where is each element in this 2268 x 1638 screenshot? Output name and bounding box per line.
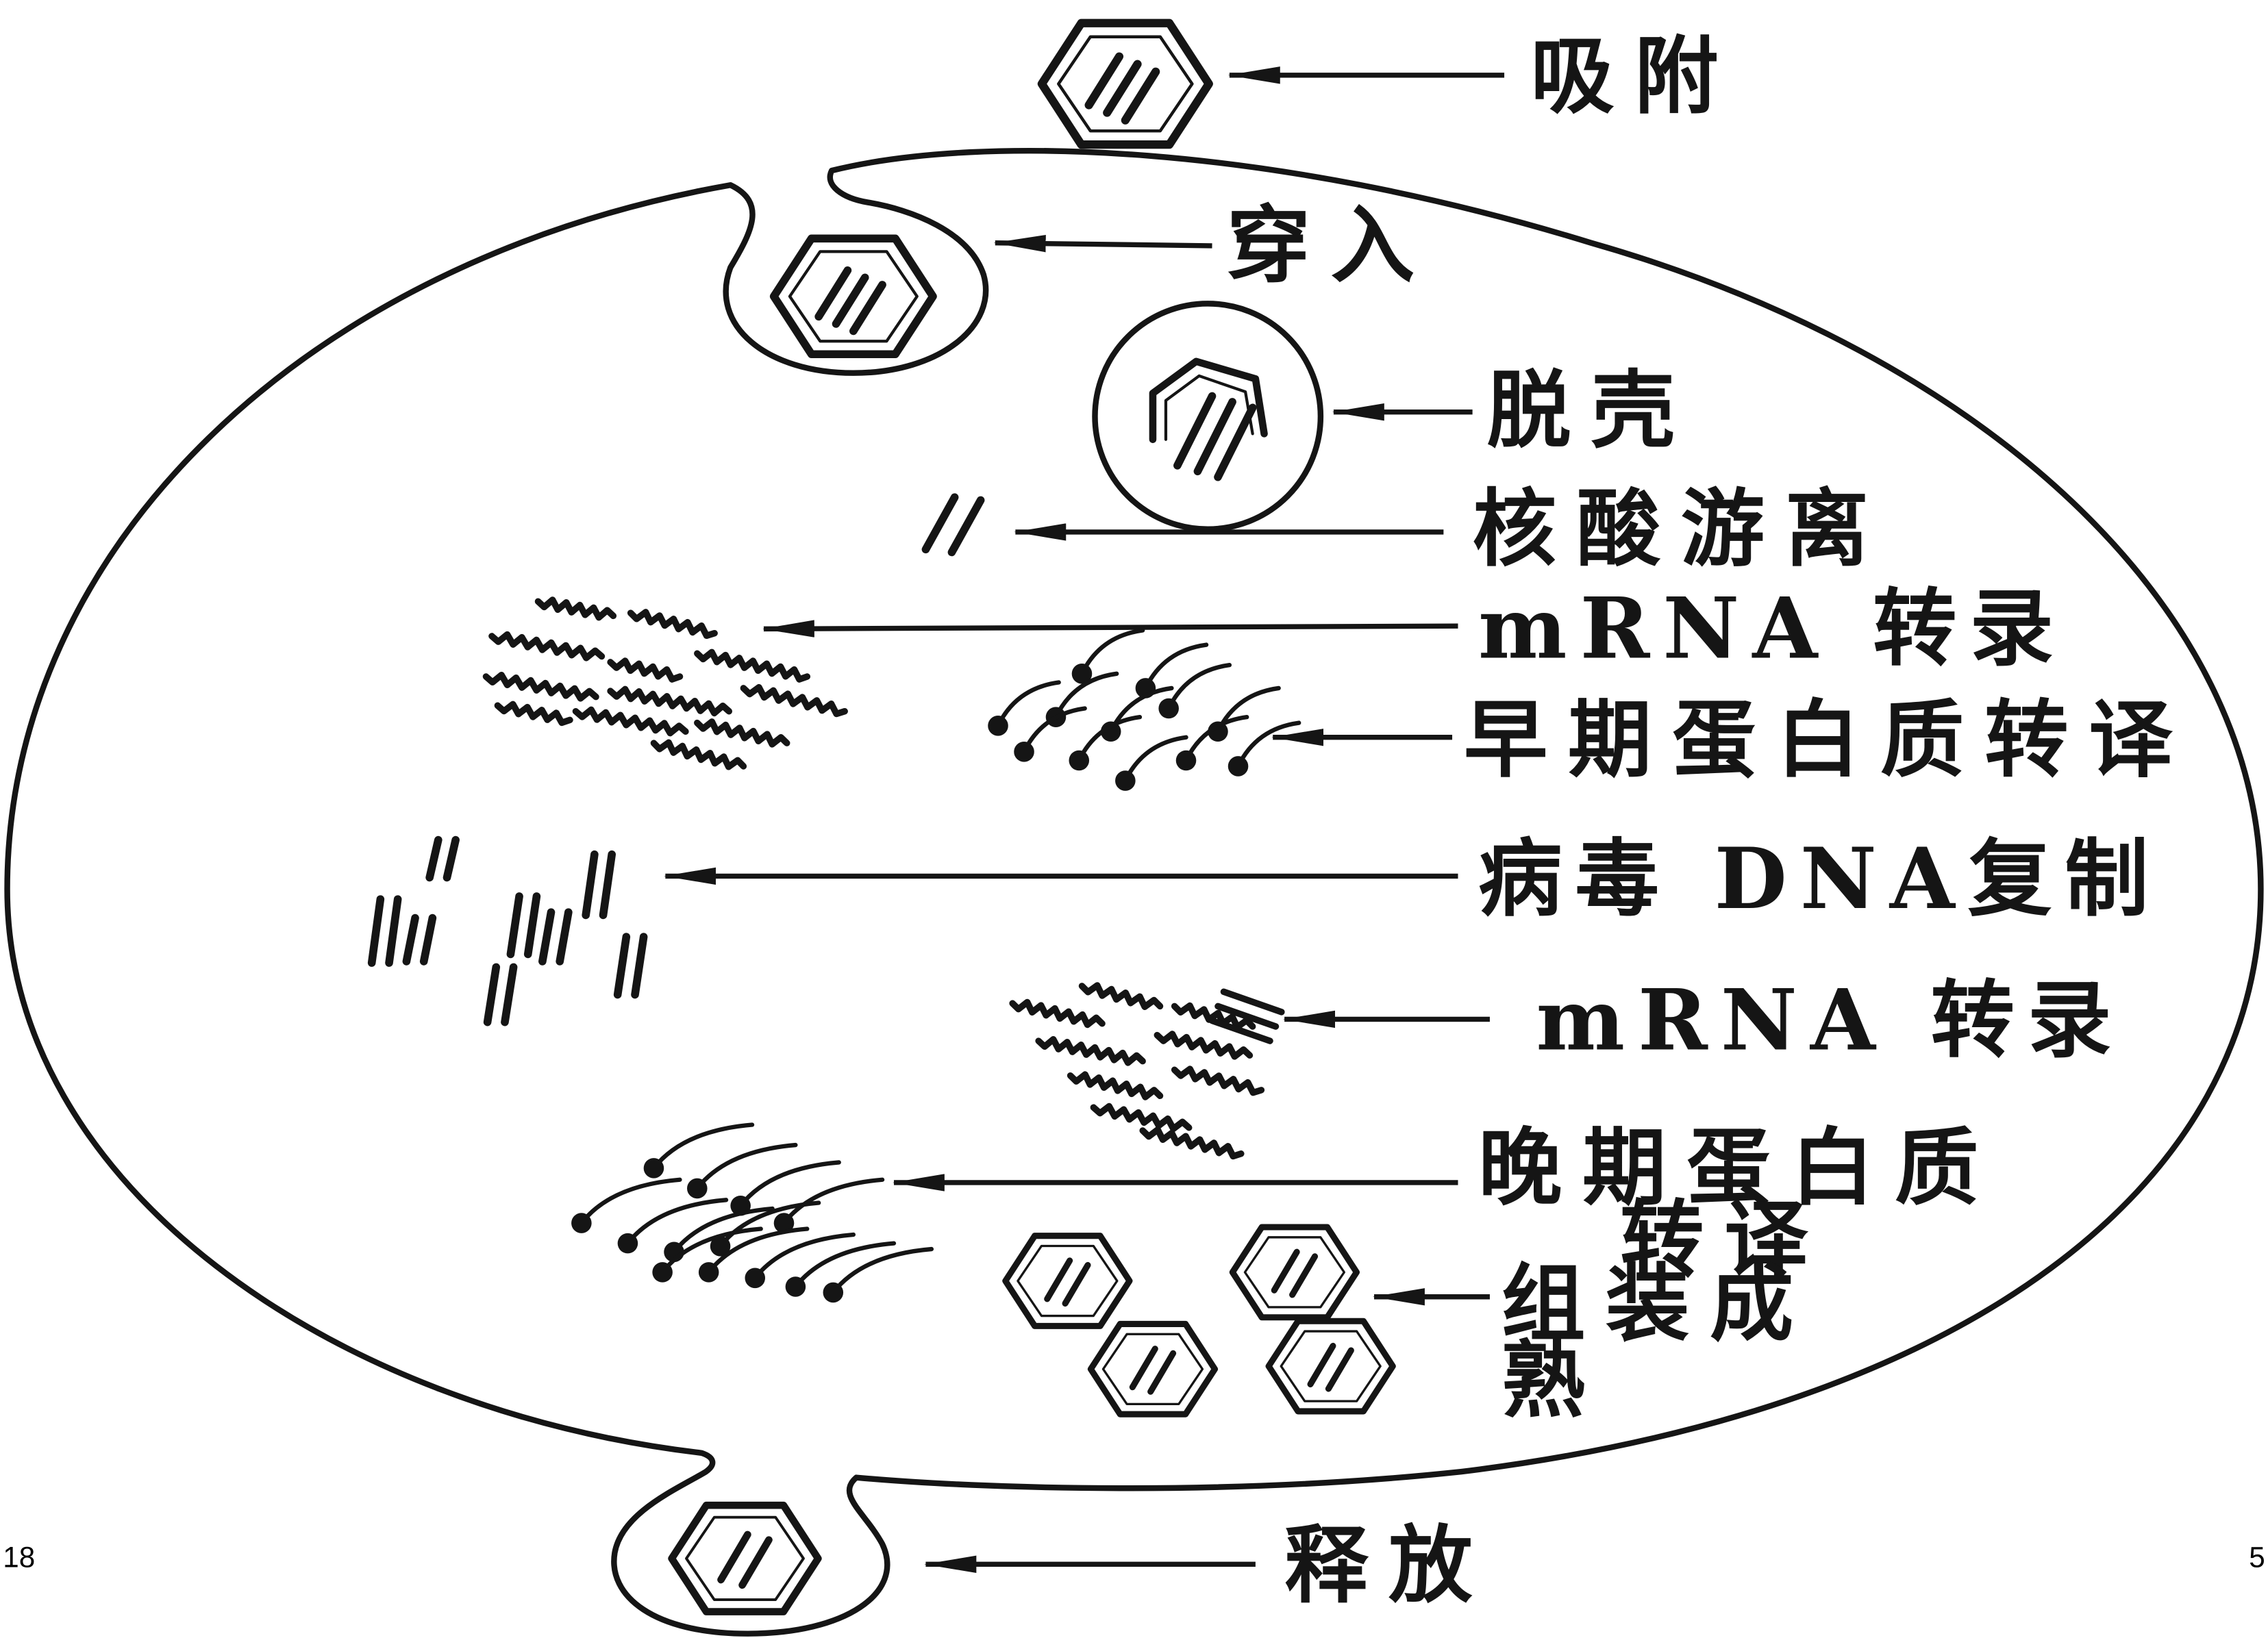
- protein-head: [1069, 751, 1089, 771]
- protein-head: [1158, 698, 1179, 719]
- label-nucleic-acid-release: 核酸游离: [1473, 479, 1889, 578]
- capsid-shell: [1269, 1321, 1393, 1411]
- label-late-mrna-transcription: mRNA 转录: [1536, 971, 2125, 1070]
- label-early-protein-translation: 早期蛋白质转译: [1464, 690, 2193, 789]
- virion-released: [672, 1505, 819, 1611]
- capsid-shell: [1006, 1236, 1130, 1326]
- protein-head: [571, 1213, 592, 1233]
- label-assembly-maturation-line2: 熟: [1501, 1331, 1606, 1429]
- vesicle-membrane: [1095, 303, 1320, 529]
- protein-head: [1115, 770, 1136, 791]
- label-uncoating: 脱壳: [1487, 361, 1695, 459]
- arrow-penetration: [995, 243, 1212, 246]
- capsid-shell: [1091, 1324, 1214, 1414]
- protein-head: [745, 1268, 765, 1289]
- progeny-virion: [1091, 1324, 1214, 1414]
- page-number-right: 5: [2249, 1541, 2265, 1574]
- protein-head: [1014, 742, 1034, 762]
- label-early-mrna-transcription: mRNA 转录: [1478, 579, 2067, 678]
- label-release: 释放: [1284, 1516, 1493, 1615]
- arrow-early-mrna: [764, 626, 1458, 629]
- virion-adsorbing: [1042, 23, 1209, 144]
- protein-head: [1176, 751, 1197, 771]
- label-adsorption: 吸附: [1530, 27, 1739, 125]
- page-number-left: 18: [3, 1541, 35, 1574]
- capsid-shell: [1232, 1227, 1356, 1318]
- label-viral-dna-replication: 病毒 DNA复制: [1478, 829, 2162, 928]
- progeny-virion: [1269, 1321, 1393, 1411]
- protein-head: [652, 1262, 673, 1283]
- progeny-virion: [1232, 1227, 1356, 1318]
- protein-head: [687, 1179, 708, 1199]
- uncoating-vesicle: [1095, 303, 1320, 529]
- protein-head: [618, 1233, 638, 1254]
- protein-head: [644, 1158, 664, 1179]
- capsid-shell: [672, 1505, 819, 1611]
- virion-penetrating: [774, 238, 933, 354]
- protein-head: [699, 1262, 719, 1283]
- label-penetration: 穿入: [1227, 196, 1435, 294]
- protein-head: [988, 716, 1008, 736]
- protein-head: [1228, 756, 1249, 777]
- protein-head: [823, 1283, 844, 1303]
- protein-head: [786, 1276, 806, 1297]
- progeny-virion: [1006, 1236, 1130, 1326]
